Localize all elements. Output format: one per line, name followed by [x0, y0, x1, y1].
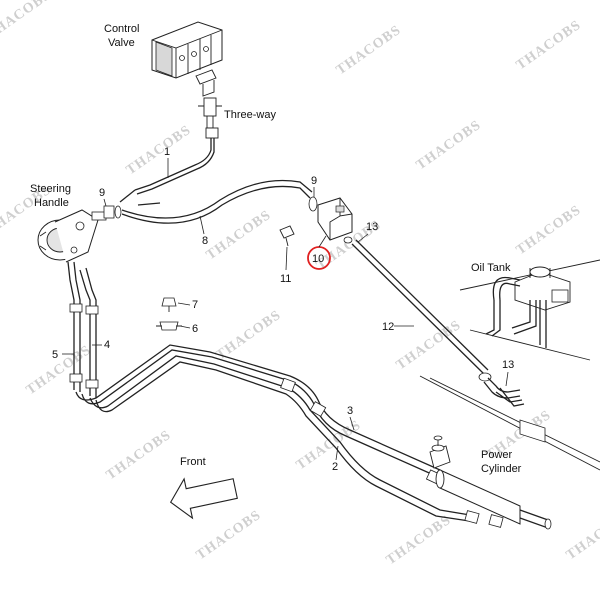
watermark: THACOBS: [0, 0, 54, 43]
label-oil-tank: Oil Tank: [471, 262, 511, 274]
callout-4: 4: [104, 339, 110, 351]
callout-5: 5: [52, 349, 58, 361]
callout-7: 7: [192, 299, 198, 311]
front-arrow-icon: [169, 477, 238, 520]
oil-tank: [459, 259, 600, 361]
watermark: THACOBS: [204, 208, 274, 264]
callout-8: 8: [202, 235, 208, 247]
bolt-11: [279, 225, 295, 247]
label-steering-handle-line2: Handle: [34, 197, 69, 209]
watermark: THACOBS: [194, 508, 264, 564]
label-front: Front: [180, 456, 206, 468]
callout-9-right: 9: [311, 175, 317, 187]
clamp-9-right: [308, 196, 318, 212]
callout-3: 3: [347, 405, 353, 417]
filter-10: [317, 197, 353, 244]
callout-10: 10: [312, 253, 324, 265]
power-cylinder: [429, 435, 552, 530]
watermark: THACOBS: [514, 18, 584, 74]
callout-2: 2: [332, 461, 338, 473]
label-steering-handle-line1: Steering: [30, 183, 71, 195]
callout-11: 11: [280, 273, 291, 285]
hose-8: [121, 179, 313, 224]
callout-12: 12: [382, 321, 394, 333]
watermark: THACOBS: [334, 23, 404, 79]
watermark: THACOBS: [414, 118, 484, 174]
label-control-valve-line1: Control: [104, 23, 139, 35]
watermark: THACOBS: [104, 428, 174, 484]
watermark: THACOBS: [564, 508, 600, 564]
fitting-9-left: [103, 205, 122, 219]
label-power-cylinder-line1: Power: [481, 449, 513, 461]
callout-9-left: 9: [99, 187, 105, 199]
hose-4-5: [67, 261, 99, 398]
three-way-fitting: [198, 97, 222, 129]
frame-rails: [419, 375, 600, 471]
hose-13: [483, 377, 525, 407]
watermark: THACOBS: [514, 203, 584, 259]
hose-1: [119, 127, 219, 203]
watermark: THACOBS: [24, 343, 94, 399]
callout-13-upper: 13: [366, 221, 378, 233]
label-power-cylinder-line2: Cylinder: [481, 463, 522, 475]
watermark: THACOBS: [384, 513, 454, 569]
label-control-valve-line2: Valve: [108, 37, 135, 49]
watermark: THACOBS: [214, 308, 284, 364]
control-valve: [151, 21, 223, 97]
callout-6: 6: [192, 323, 198, 335]
callout-13-lower: 13: [502, 359, 514, 371]
steering-handle: [37, 209, 107, 263]
label-three-way: Three-way: [224, 109, 276, 121]
callout-1: 1: [164, 146, 170, 158]
pipe-12: [351, 239, 492, 382]
